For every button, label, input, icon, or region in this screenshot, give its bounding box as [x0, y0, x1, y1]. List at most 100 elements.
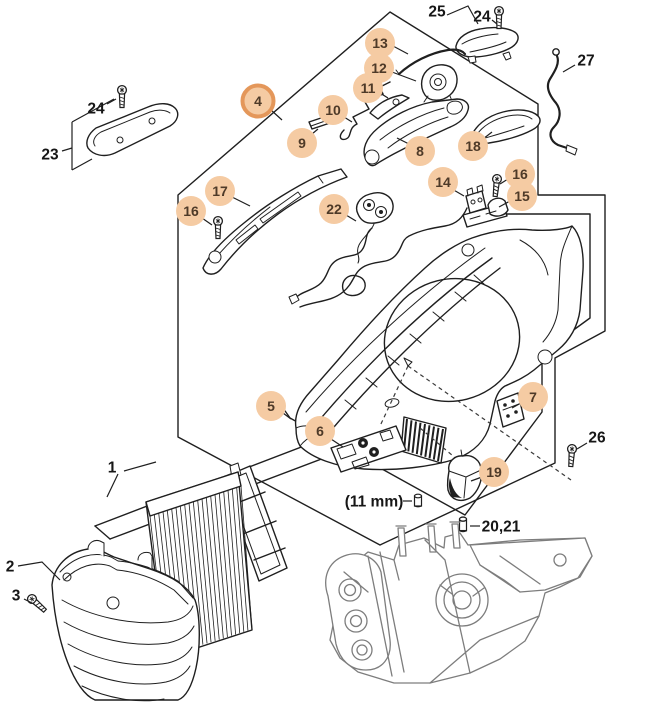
- callout-number: 8: [416, 143, 424, 159]
- part-7-label-plate: [496, 392, 525, 428]
- callout-badge: [305, 416, 335, 446]
- outer-assembly-box: [177, 11, 606, 546]
- callout-16: 16: [499, 159, 535, 189]
- leader-line: [61, 147, 73, 152]
- callout-number: 18: [465, 138, 481, 154]
- dashed-guides: [379, 357, 572, 481]
- callout-number: 9: [298, 135, 306, 151]
- callout-24: 24: [473, 9, 498, 26]
- callout-number: 16: [183, 203, 199, 219]
- leader-line: [396, 137, 410, 145]
- callout-badge: [518, 382, 548, 412]
- leader-line: [391, 71, 417, 82]
- leader-line: [282, 412, 292, 420]
- part-17-handle: [202, 168, 348, 275]
- leader-line: [106, 98, 117, 105]
- callout-number: 27: [577, 53, 594, 70]
- part-2-louver-cover: [51, 540, 200, 702]
- callout-27: 27: [562, 53, 595, 73]
- leader-line: [392, 45, 409, 55]
- callout-number: 7: [529, 389, 537, 405]
- callout-25: 25: [428, 4, 479, 25]
- leader-line: [71, 158, 93, 171]
- screw-3: [25, 592, 49, 615]
- callout-number: 17: [212, 183, 228, 199]
- callout-number: 11: [361, 80, 376, 96]
- screw-26: [565, 443, 578, 468]
- callout-badge: [365, 28, 395, 58]
- part-25-cover: [455, 26, 519, 64]
- callout-number: (11 mm): [345, 494, 404, 511]
- leader-line: [446, 5, 479, 25]
- part-11-lever: [369, 94, 410, 120]
- leader-line: [345, 214, 357, 222]
- callout-number: 13: [372, 35, 388, 51]
- screw-16-right: [490, 173, 503, 198]
- callout-number: 19: [486, 464, 502, 480]
- leader-line: [23, 598, 33, 604]
- callout-badge: [364, 53, 394, 83]
- callout-badge: [505, 159, 535, 189]
- leader-line: [576, 442, 588, 450]
- part-6-safety-label: [330, 425, 407, 473]
- callout-badge: [428, 167, 458, 197]
- engine-assembly: [325, 521, 593, 684]
- part-12-switch: [420, 64, 458, 103]
- callout-10: 10: [318, 95, 353, 125]
- callout-22: 22: [319, 194, 357, 224]
- callout-number: 20,21: [482, 519, 521, 536]
- callout-badge: [176, 196, 206, 226]
- callout-5: 5: [256, 391, 292, 421]
- wiring-harness: [288, 207, 468, 308]
- callout-7: 7: [511, 382, 548, 412]
- bushing-20-21: [458, 516, 468, 533]
- callout-16: 16: [176, 196, 213, 226]
- leader-line: [17, 561, 61, 581]
- leader-line: [270, 109, 283, 121]
- part-27-cable: [546, 48, 578, 156]
- callout-badge: [318, 95, 348, 125]
- callout-number: 10: [325, 102, 341, 118]
- callout-8: 8: [396, 136, 435, 166]
- callout-14: 14: [428, 167, 465, 197]
- assembly-callout-badge: [240, 83, 276, 119]
- callout-number: 23: [41, 147, 59, 164]
- callout-number: 6: [316, 423, 324, 439]
- part-15-bracket: [462, 197, 509, 228]
- callout-13: 13: [365, 28, 409, 58]
- callout-number: 5: [267, 398, 275, 414]
- callout-number: 26: [588, 430, 606, 447]
- callout-number: 24: [473, 9, 491, 26]
- part-14-bracket: [465, 184, 487, 214]
- leader-line: [71, 98, 115, 123]
- leader-line: [562, 64, 576, 73]
- callout-19: 19: [470, 457, 509, 487]
- callout-18: 18: [458, 131, 493, 161]
- bushing-11mm: [413, 493, 423, 508]
- leader-line: [498, 200, 511, 208]
- part-19-cap: [446, 449, 483, 502]
- callout-number: 24: [87, 101, 105, 118]
- callout-number: 12: [371, 60, 387, 76]
- callout-badge: [458, 131, 488, 161]
- screw-16-left: [212, 215, 224, 240]
- callout-11-mm: (11 mm): [345, 494, 412, 511]
- leader-line: [106, 473, 119, 498]
- callout-20-21: 20,21: [470, 519, 521, 536]
- callout-number: 2: [6, 559, 15, 576]
- callout-badge: [205, 176, 235, 206]
- callout-2: 2: [6, 559, 61, 581]
- leader-line: [231, 196, 251, 207]
- callout-badge: [405, 136, 435, 166]
- callout-9: 9: [287, 128, 319, 158]
- leader-line: [491, 19, 498, 25]
- callout-badge: [319, 194, 349, 224]
- leader-line: [330, 438, 344, 448]
- callout-number: 1: [108, 460, 117, 477]
- callout-24: 24: [87, 98, 117, 118]
- callout-number: 16: [512, 166, 528, 182]
- callout-6: 6: [305, 416, 344, 448]
- part-13-link-rod: [395, 48, 467, 76]
